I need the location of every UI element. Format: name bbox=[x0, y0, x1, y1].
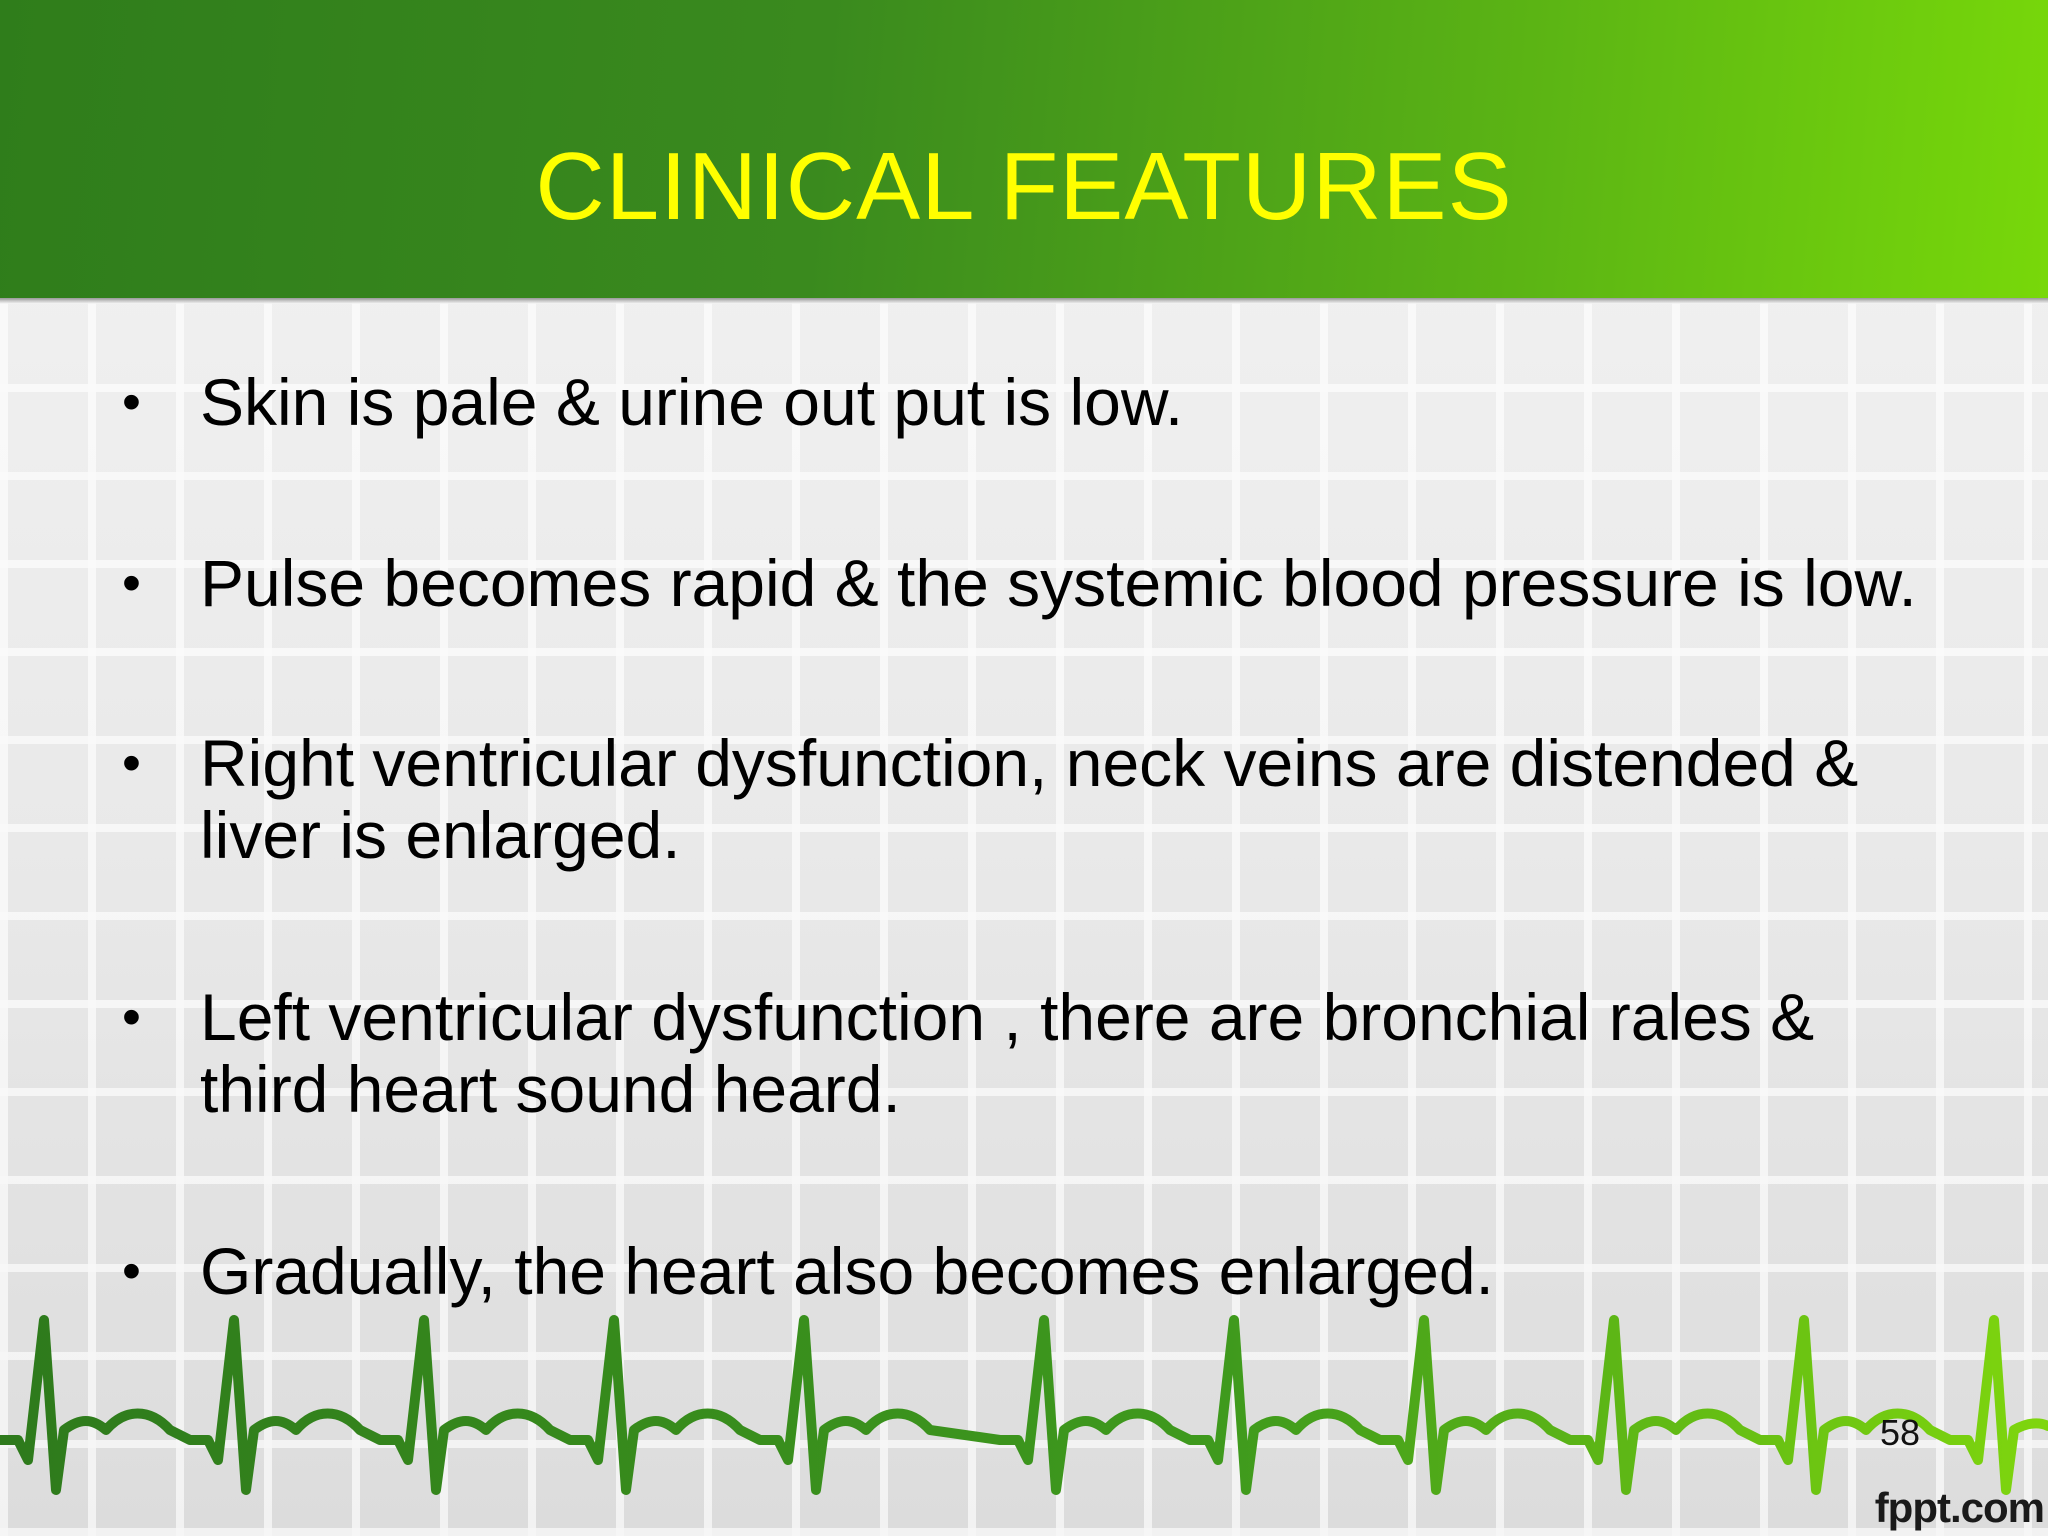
bullet-item: • Left ventricular dysfunction , there a… bbox=[122, 980, 2000, 1126]
bullet-marker: • bbox=[122, 1241, 141, 1301]
bullet-marker: • bbox=[122, 372, 141, 432]
page-number: 58 bbox=[1880, 1412, 1921, 1453]
bullet-text-line-1: Right ventricular dysfunction, neck vein… bbox=[200, 726, 1859, 800]
bullet-item: • Right ventricular dysfunction, neck ve… bbox=[122, 726, 2000, 872]
bullet-text-line-1: Left ventricular dysfunction , there are… bbox=[200, 980, 1815, 1054]
bullet-text: Pulse becomes rapid & the systemic blood… bbox=[200, 546, 1917, 620]
bullet-text-line-2: third heart sound heard. bbox=[200, 1052, 901, 1126]
bullet-text: Gradually, the heart also becomes enlarg… bbox=[200, 1234, 1494, 1308]
header-band bbox=[0, 0, 2048, 298]
bullet-marker: • bbox=[122, 733, 141, 793]
bullet-marker: • bbox=[122, 987, 141, 1047]
brand-watermark: fppt.com bbox=[1874, 1484, 2045, 1531]
ecg-line bbox=[0, 1315, 2048, 1495]
bullet-text-line-2: liver is enlarged. bbox=[200, 798, 681, 872]
background-grid bbox=[0, 300, 2048, 1536]
header-shadow bbox=[0, 298, 2048, 304]
bullet-item: • Skin is pale & urine out put is low. bbox=[122, 365, 2000, 439]
bullet-marker: • bbox=[122, 553, 141, 613]
bullet-text: Skin is pale & urine out put is low. bbox=[200, 365, 1184, 439]
bullet-item: • Gradually, the heart also becomes enla… bbox=[122, 1234, 2000, 1308]
slide-title: CLINICAL FEATURES bbox=[535, 133, 1513, 240]
ecg-heartbeat-decoration bbox=[0, 1315, 2048, 1495]
bullet-item: • Pulse becomes rapid & the systemic blo… bbox=[122, 546, 2000, 620]
